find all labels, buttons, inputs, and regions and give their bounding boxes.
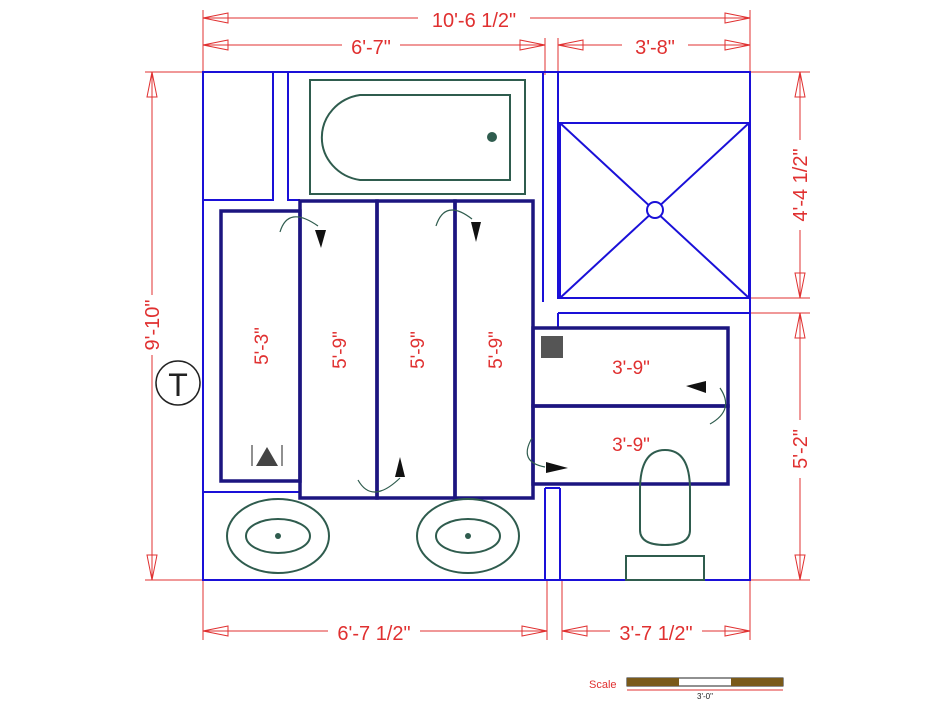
toilet (625, 448, 705, 581)
sink-drain-icon (465, 533, 471, 539)
dim-shower-height: 4'-4 1/2" (790, 148, 812, 221)
cabinet-label-lower-right: 3'-9" (612, 435, 650, 456)
sink-right (416, 498, 520, 574)
dim-overall-width: 10'-6 1/2" (432, 10, 516, 32)
shower (559, 122, 750, 299)
door-swings (279, 209, 727, 493)
walls (202, 71, 751, 581)
thermostat-symbol: T (155, 360, 201, 406)
tub-drain-icon (487, 132, 497, 142)
shower-drain-icon (646, 201, 664, 219)
cabinet-label-bay-1: 5'-9" (330, 331, 351, 369)
scale-value: 3'-0" (697, 692, 713, 701)
sink-drain-icon (275, 533, 281, 539)
dim-right-upper-width: 3'-8" (635, 37, 675, 59)
dim-wc-height: 5'-2" (790, 429, 812, 469)
cabinet-label-tall-left: 5'-3" (252, 327, 273, 365)
cabinet-label-bay-3: 5'-9" (486, 331, 507, 369)
cabinet-label-upper-right: 3'-9" (612, 358, 650, 379)
dim-overall-height: 9'-10" (142, 300, 164, 351)
dimension-lines (145, 10, 810, 640)
scale-bar: Scale 3'-0" (589, 677, 784, 701)
scale-label: Scale (589, 679, 617, 691)
square-marker-icon (541, 336, 563, 358)
sink-left (226, 498, 330, 574)
thermostat-label: T (168, 367, 188, 403)
warning-triangle-icon (251, 445, 283, 466)
bathtub (309, 79, 526, 195)
dim-left-upper-width: 6'-7" (351, 37, 391, 59)
dim-left-lower-width: 6'-7 1/2" (337, 623, 410, 645)
dim-right-lower-width: 3'-7 1/2" (619, 623, 692, 645)
cabinet-label-bay-2: 5'-9" (408, 331, 429, 369)
cabinets (219, 199, 730, 500)
